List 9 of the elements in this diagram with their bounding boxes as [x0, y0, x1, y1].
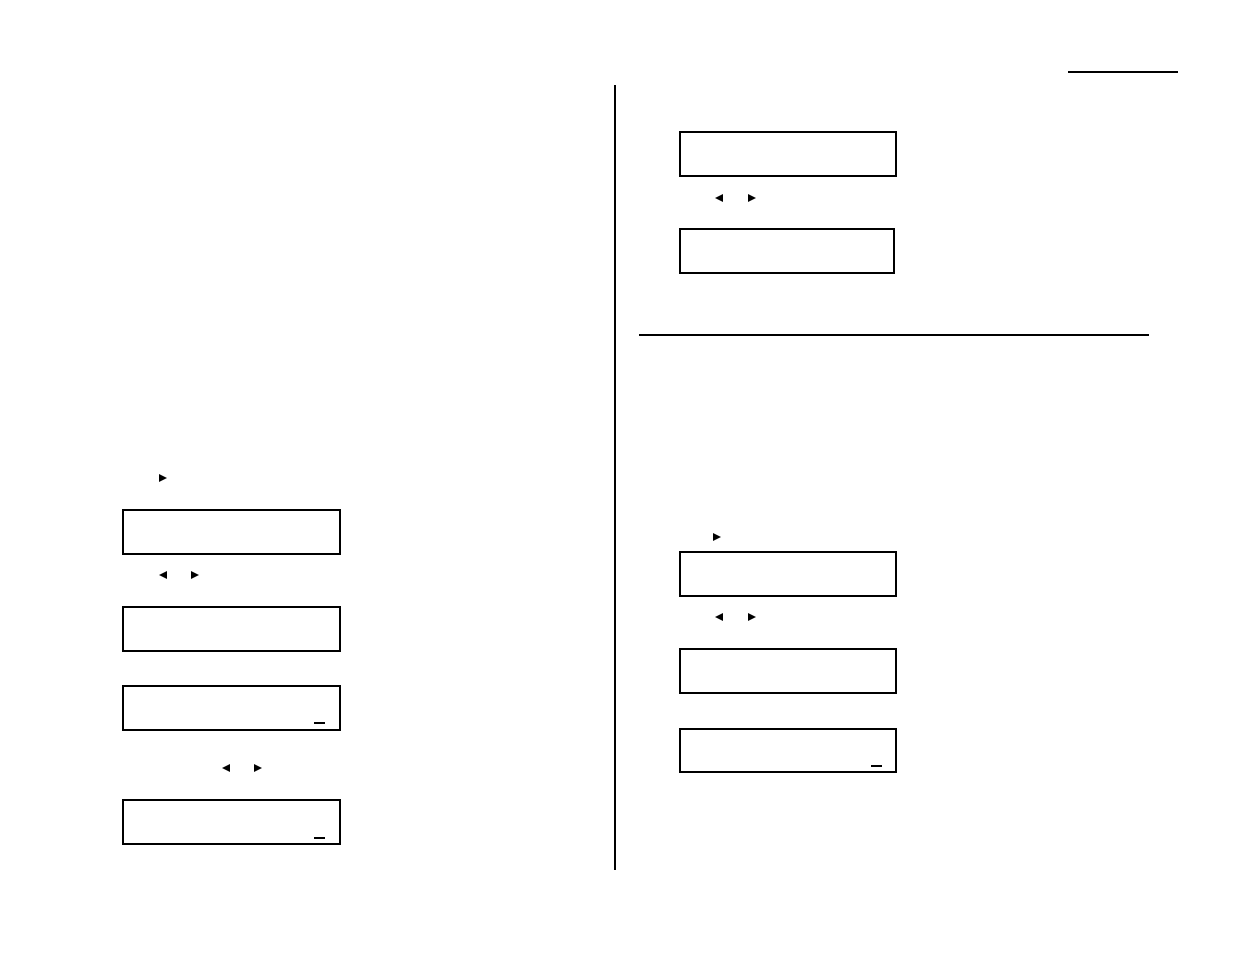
display-box [679, 228, 895, 274]
display-box [122, 606, 341, 652]
display-box [679, 131, 897, 177]
display-box [679, 728, 897, 773]
display-box [679, 551, 897, 597]
display-box [679, 648, 897, 694]
display-box [122, 799, 341, 845]
display-box [122, 509, 341, 555]
display-box [122, 685, 341, 731]
